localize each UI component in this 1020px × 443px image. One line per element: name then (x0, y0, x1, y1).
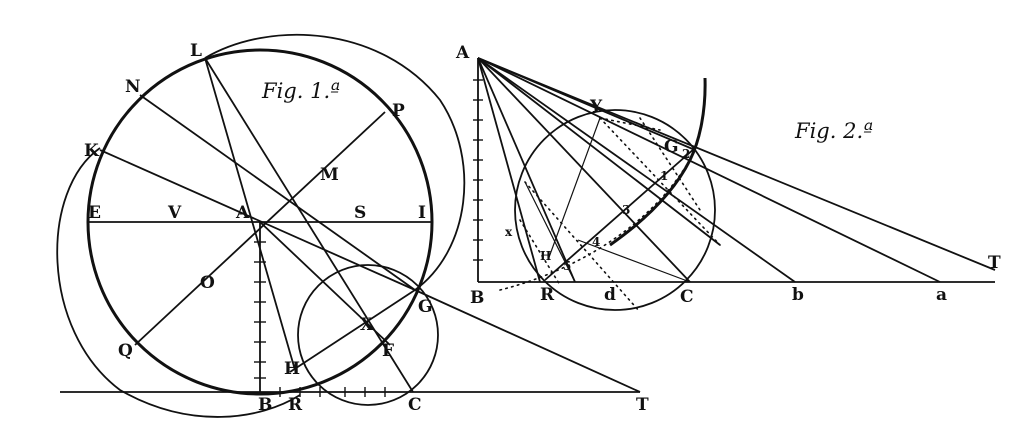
fig1-upper-arc (204, 33, 466, 291)
fig1-baseline-ticks (279, 387, 386, 397)
fig2-label-b: b (792, 285, 804, 305)
fig2-label-a: a (936, 285, 947, 305)
fig1-label-H: H (284, 359, 300, 379)
fig1-label-R: R (288, 395, 303, 415)
fig1-label-X: X (360, 315, 374, 335)
fig2-circle (514, 109, 716, 311)
fig2-line-inner-2 (547, 117, 601, 261)
fig2-label-A: A (455, 43, 470, 63)
fig1-line-LH (204, 57, 296, 371)
fig1-small-circle (297, 264, 439, 406)
fig2-label-Y: Y (589, 97, 603, 117)
fig2-dotted-lines (499, 117, 721, 313)
fig1-label-Q: Q (118, 341, 133, 361)
fig2-line-inner-1 (524, 181, 576, 283)
fig2-vertical-ticks (473, 79, 483, 261)
fig1-line-QP (134, 111, 386, 346)
fig1-label-E: E (88, 203, 101, 223)
fig1-label-I: I (418, 203, 426, 223)
fig1-label-L: L (190, 41, 202, 61)
fig2-label-4: 4 (592, 235, 600, 249)
fig1-line-LC (204, 57, 414, 393)
fig1-label-S: S (354, 203, 366, 223)
fig2-label-R: R (540, 285, 555, 305)
fig1-label-C: C (408, 395, 422, 415)
fig1-label-G: G (418, 297, 433, 317)
fig2-fan-lines (477, 57, 996, 283)
fig1-label-F: F (382, 341, 394, 361)
fig1-line-AF (259, 221, 391, 346)
fig2-label-2: 2 (682, 147, 690, 161)
fig1-vertical-ticks (254, 241, 266, 379)
fig2-line-inner-3 (577, 239, 691, 283)
fig1-label-T: T (636, 395, 649, 415)
fig2-label-H: H (540, 249, 551, 263)
fig2-label-C: C (680, 287, 694, 307)
fig1-left-arc (56, 147, 301, 418)
fig2-label-B: B (470, 288, 484, 308)
fig1-label-K: K (84, 141, 100, 161)
fig2-label-G: G (664, 137, 679, 157)
fig1-line-GT (414, 289, 641, 393)
fig2-label-d: d (604, 285, 616, 305)
fig2-curve (609, 77, 707, 247)
fig1-label-N: N (125, 77, 141, 97)
fig1-label-V: V (167, 203, 182, 223)
fig1-label-P: P (392, 101, 405, 121)
fig1-label-B: B (258, 395, 272, 415)
fig2-label-T: T (988, 253, 1001, 273)
figure-1: Fig. 1.ª L N P K M E V A S I O G Q X F H… (56, 33, 649, 418)
fig1-label-O: O (200, 273, 215, 293)
fig2-title: Fig. 2.ª (794, 119, 873, 143)
fig1-line-KG (99, 149, 416, 291)
fig2-label-1: 1 (660, 169, 668, 183)
fig2-label-x: x (505, 225, 513, 239)
fig2-label-5: 5 (563, 259, 571, 273)
fig1-label-A: A (235, 203, 250, 223)
fig1-label-M: M (320, 165, 339, 185)
fig1-title: Fig. 1.ª (261, 79, 340, 103)
fig1-line-NG (139, 94, 416, 291)
figure-2: Fig. 2.ª A Y G T B R d C b a H x 1 2 3 4… (455, 43, 1001, 313)
fig1-line-HG (289, 289, 416, 373)
fig2-label-3: 3 (622, 203, 630, 217)
fig2-line-RG (544, 147, 696, 281)
